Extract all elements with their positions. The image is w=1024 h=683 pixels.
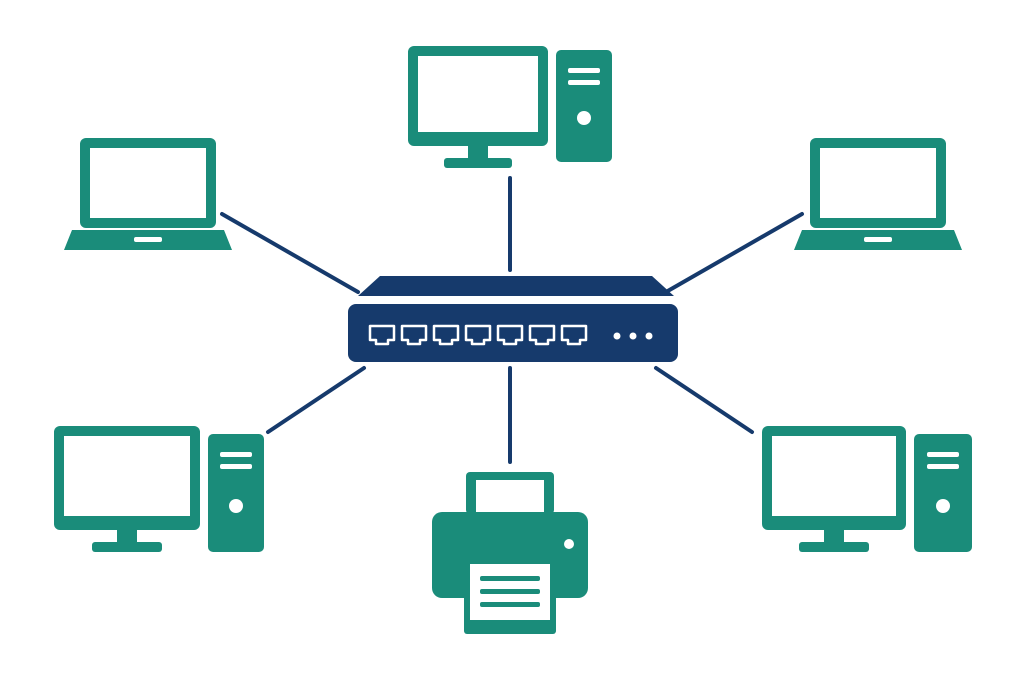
computer-tower bbox=[208, 434, 264, 552]
network-switch-icon bbox=[348, 276, 678, 362]
switch-port-2 bbox=[400, 324, 428, 346]
status-led-1 bbox=[613, 332, 621, 340]
link-bottom-left-desktop bbox=[266, 366, 366, 434]
status-led-2 bbox=[629, 332, 637, 340]
switch-status-leds bbox=[613, 332, 653, 340]
computer-tower bbox=[556, 50, 612, 162]
links bbox=[220, 176, 804, 464]
switch-port-7 bbox=[560, 324, 588, 346]
link-top-left-laptop bbox=[220, 212, 360, 294]
switch-port-6 bbox=[528, 324, 556, 346]
monitor bbox=[54, 426, 200, 552]
switch-port-5 bbox=[496, 324, 524, 346]
printer-icon bbox=[432, 472, 588, 634]
desktop-computer-icon bbox=[54, 426, 264, 552]
monitor bbox=[408, 46, 548, 168]
switch-port-4 bbox=[464, 324, 492, 346]
link-bottom-right-desktop bbox=[654, 366, 754, 434]
laptop-icon bbox=[794, 138, 962, 250]
status-led-3 bbox=[645, 332, 653, 340]
switch-port-3 bbox=[432, 324, 460, 346]
computer-tower bbox=[914, 434, 972, 552]
link-top-right-laptop bbox=[664, 212, 804, 294]
switch-ports bbox=[368, 324, 588, 346]
laptop-icon bbox=[64, 138, 232, 250]
desktop-computer-icon bbox=[762, 426, 972, 552]
desktop-computer-icon bbox=[408, 46, 612, 168]
monitor bbox=[762, 426, 906, 552]
switch-port-1 bbox=[368, 324, 396, 346]
